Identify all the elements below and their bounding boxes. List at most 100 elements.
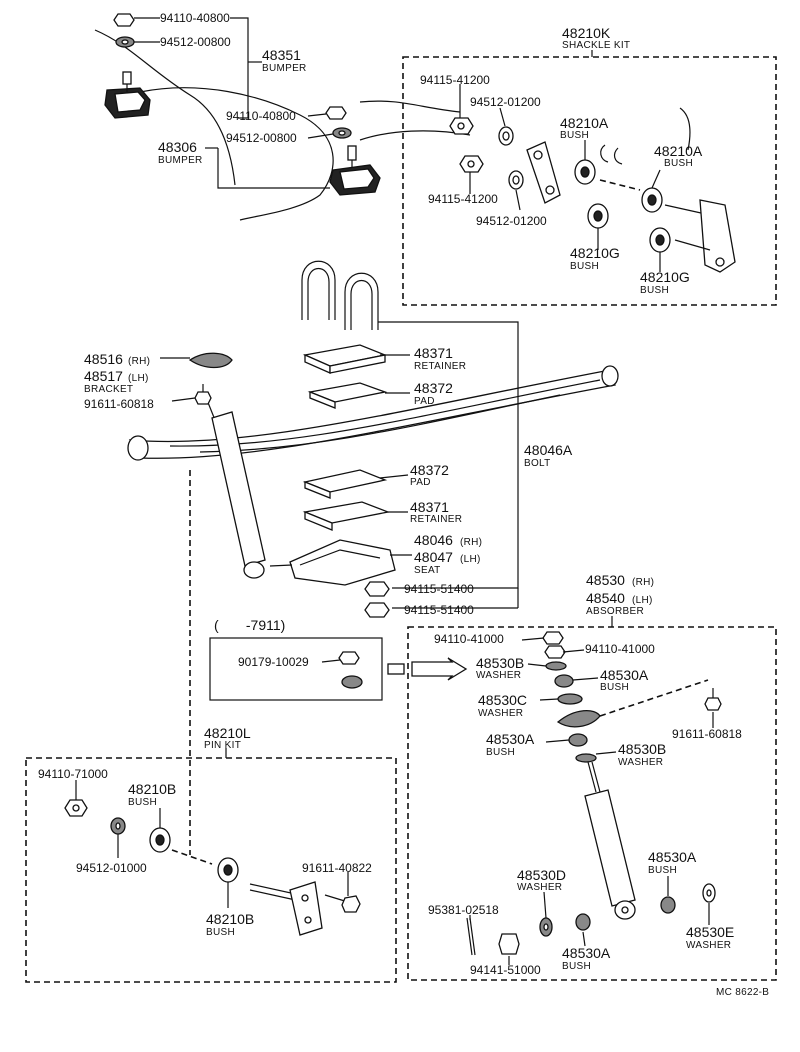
part-number: 94512-01200 (470, 95, 541, 109)
kit-number: 48210K (562, 25, 611, 41)
part-name: BUSH (570, 261, 599, 272)
part-name: BUSH (640, 285, 669, 296)
part-name: BUSH (560, 130, 589, 141)
part-number: 48351 (262, 47, 301, 63)
nut-icon (325, 106, 347, 120)
bush-icon (149, 827, 171, 853)
diagram-code: MC 8622-B (716, 987, 769, 998)
part-name: RETAINER (414, 361, 466, 372)
part-number: 48530A (648, 849, 697, 865)
washer-icon (508, 170, 524, 190)
nut-icon (338, 651, 360, 665)
washer-icon (115, 36, 135, 48)
kit-name: SHACKLE KIT (562, 40, 630, 51)
part-name: RETAINER (410, 514, 462, 525)
part-number: 48210A (560, 115, 609, 131)
retainer-icon (302, 501, 391, 531)
part-number: 48530B (618, 741, 666, 757)
washer-icon (539, 917, 553, 937)
part-number: 48530A (486, 731, 535, 747)
bolt-icon (194, 384, 212, 405)
shock-absorber-icon (204, 394, 266, 579)
part-number: 48210G (640, 269, 690, 285)
part-number: 94512-01200 (476, 214, 547, 228)
part-number: 94110-40800 (226, 109, 296, 123)
side-tag: (LH) (460, 554, 481, 565)
u-bolt-icon (301, 260, 379, 330)
part-number: 95381-02518 (428, 903, 499, 917)
washer-icon (702, 883, 716, 903)
bush-icon (554, 674, 574, 688)
part-name: PAD (410, 477, 431, 488)
nut-icon (544, 645, 566, 659)
nut-icon (459, 155, 484, 173)
cotter-pin-icon (466, 917, 476, 956)
part-number: 94110-41000 (434, 632, 504, 646)
washer-icon (332, 127, 352, 139)
side-tag: (RH) (128, 356, 150, 367)
nut-icon (364, 581, 390, 597)
part-number: 48530A (600, 667, 649, 683)
part-number: 91611-60818 (672, 727, 742, 741)
part-number: 48046A (524, 442, 573, 458)
absorber-group: 48530 (RH) 48540 (LH) ABSORBER (407, 572, 777, 981)
part-name: WASHER (478, 708, 523, 719)
part-number: 48210B (128, 781, 176, 797)
pin-plate-icon (249, 881, 323, 936)
part-number: 91611-60818 (84, 397, 154, 411)
bush-icon (641, 187, 663, 213)
retainer-icon (302, 344, 388, 374)
part-name: BUSH (206, 927, 235, 938)
part-number: 94141-51000 (470, 963, 541, 977)
part-name: BUMPER (262, 63, 307, 74)
seat-icon (269, 539, 396, 586)
nut-icon (449, 117, 474, 135)
part-number: 94115-51400 (404, 582, 474, 596)
part-name: BUSH (600, 682, 629, 693)
shackle-plate-icon (526, 141, 561, 204)
bracket-icon (188, 352, 233, 369)
washer-icon (575, 753, 597, 763)
part-name: BOLT (524, 458, 551, 469)
part-number: 91611-40822 (302, 861, 372, 875)
part-name: WASHER (618, 757, 663, 768)
part-name: BUSH (128, 797, 157, 808)
part-number: 94115-51400 (404, 603, 474, 617)
part-number: 48210G (570, 245, 620, 261)
washer-icon (498, 126, 514, 146)
part-number: 48210A (654, 143, 703, 159)
nut-icon (64, 799, 88, 817)
part-number: 48306 (158, 139, 197, 155)
part-name: WASHER (686, 940, 731, 951)
part-number: 48047 (414, 549, 453, 565)
part-number: 48530 (586, 572, 625, 588)
part-number: 48371 (414, 345, 453, 361)
shackle-bolt-icon (664, 199, 736, 273)
date-range: ( -7911) (214, 617, 285, 633)
pad-icon (302, 469, 388, 499)
bracket-icon (556, 710, 601, 728)
bumper-group: 94110-40800 94512-00800 48351 BUMPER 941… (94, 11, 381, 221)
washer-icon (545, 661, 567, 671)
part-name: BUSH (664, 158, 693, 169)
part-number: 48210B (206, 911, 254, 927)
part-name: PAD (414, 396, 435, 407)
date-range-group: ( -7911) 90179-10029 (209, 617, 468, 701)
part-number: 94110-71000 (38, 767, 108, 781)
cushion-icon (341, 675, 363, 689)
part-name: BUSH (648, 865, 677, 876)
part-name: WASHER (476, 670, 521, 681)
side-tag: (RH) (460, 537, 482, 548)
bush-icon (217, 857, 239, 883)
washer-icon (110, 817, 126, 835)
bush-icon (660, 896, 676, 914)
part-number: 90179-10029 (238, 655, 309, 669)
part-name: ABSORBER (586, 606, 644, 617)
part-number: 94110-41000 (585, 642, 655, 656)
shock-absorber-icon (584, 761, 636, 920)
part-name: BUMPER (158, 155, 203, 166)
part-number: 48371 (410, 499, 449, 515)
part-number: 94512-00800 (226, 131, 297, 145)
side-tag: (RH) (632, 577, 654, 588)
